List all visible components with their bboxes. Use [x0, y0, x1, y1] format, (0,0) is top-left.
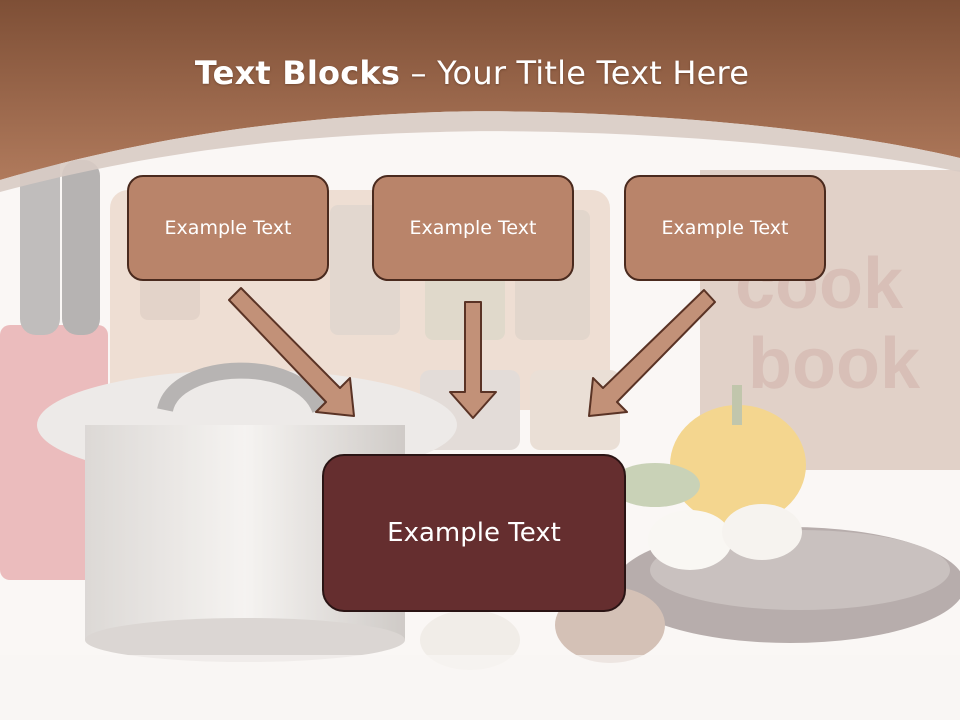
yellow-pepper	[670, 405, 806, 525]
arrow-center-icon	[449, 301, 497, 419]
title-dash: –	[400, 54, 438, 92]
text-block-main[interactable]: Example Text	[322, 454, 626, 612]
cookbook-line2: book	[748, 324, 921, 404]
text-block-center[interactable]: Example Text	[372, 175, 574, 281]
text-block-right[interactable]: Example Text	[624, 175, 826, 281]
utensil-holder	[0, 325, 108, 580]
text-block-main-label: Example Text	[387, 518, 561, 548]
header-swoosh	[0, 111, 960, 192]
connector-arrows	[228, 287, 716, 419]
text-block-center-label: Example Text	[409, 217, 537, 239]
text-block-left-label: Example Text	[164, 217, 292, 239]
arrow-right-icon	[588, 289, 716, 417]
title-rest: Your Title Text Here	[437, 54, 750, 92]
text-block-right-label: Example Text	[661, 217, 789, 239]
arrow-left-icon	[228, 287, 355, 417]
slide-title: Text Blocks – Your Title Text Here	[0, 54, 944, 92]
title-bold: Text Blocks	[194, 54, 401, 92]
header-band	[0, 0, 960, 180]
text-block-left[interactable]: Example Text	[127, 175, 329, 281]
